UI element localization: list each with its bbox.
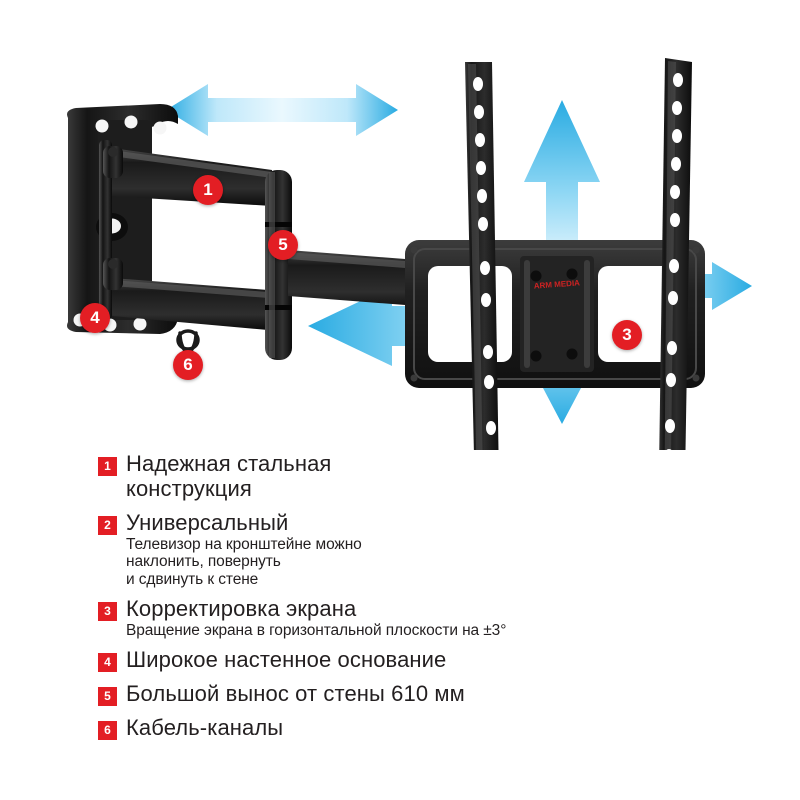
feature-badge-3: 3 — [98, 602, 117, 622]
feature-list: 1 Надежная стальная конструкция 2 Универ… — [98, 451, 788, 747]
tv-rail-right — [659, 58, 692, 450]
feature-item-4: 4 Широкое настенное основание — [98, 648, 788, 673]
vertical-tilt-arrow-up — [524, 100, 600, 268]
feature-badge-2: 2 — [98, 515, 117, 535]
feature-sub-2-line3: и сдвинуть к стене — [126, 570, 259, 588]
feature-title-4: Широкое настенное основание — [126, 647, 447, 673]
arm-extension-joint — [265, 170, 292, 360]
feature-title-3: Корректировка экрана — [126, 596, 357, 622]
feature-item-1: 1 Надежная стальная конструкция — [98, 451, 788, 502]
feature-sub-3: Вращение экрана в горизонтальной плоскос… — [126, 621, 507, 639]
arm-hinge-upper — [103, 146, 123, 178]
feature-badge-5: 5 — [98, 687, 117, 707]
feature-title-2: Универсальный — [126, 509, 289, 535]
tv-rail-left — [465, 62, 499, 450]
feature-text-2: Универсальный Телевизор на кронштейне мо… — [126, 509, 788, 588]
telescopic-arm — [112, 148, 272, 206]
feature-badge-4: 4 — [98, 653, 117, 673]
feature-item-2: 2 Универсальный Телевизор на кронштейне … — [98, 509, 788, 588]
callout-badge-3[interactable]: 3 — [612, 320, 642, 350]
lower-arm — [112, 278, 268, 330]
feature-sub-2-line1: Телевизор на кронштейне можно — [126, 535, 362, 553]
horizontal-swing-arrow — [166, 84, 398, 136]
feature-text-6: Кабель-каналы — [126, 715, 788, 741]
feature-text-4: Широкое настенное основание — [126, 648, 788, 673]
callout-badge-6[interactable]: 6 — [173, 350, 203, 380]
callout-badge-1[interactable]: 1 — [193, 175, 223, 205]
feature-text-1: Надежная стальная конструкция — [126, 451, 788, 502]
brand-mark: ARM MEDIA — [533, 278, 580, 290]
feature-badge-6: 6 — [98, 721, 117, 741]
callout-badge-4[interactable]: 4 — [80, 303, 110, 333]
feature-item-5: 5 Большой вынос от стены 610 мм — [98, 681, 788, 707]
screen-tilt-plate: ARM MEDIA — [405, 240, 705, 388]
callout-badge-5[interactable]: 5 — [268, 230, 298, 260]
product-illustration: ARM MEDIA — [67, 58, 752, 450]
feature-title-1-line1: Надежная стальная — [126, 451, 332, 476]
feature-text-3: Корректировка экрана Вращение экрана в г… — [126, 596, 788, 639]
feature-title-6: Кабель-каналы — [126, 715, 284, 741]
feature-sub-2-line2: наклонить, повернуть — [126, 553, 281, 571]
feature-title-1-line2: конструкция — [126, 475, 252, 501]
feature-item-6: 6 Кабель-каналы — [98, 715, 788, 741]
arm-hinge-lower — [103, 258, 123, 290]
feature-badge-1: 1 — [98, 457, 117, 476]
feature-title-5: Большой вынос от стены 610 мм — [126, 681, 465, 707]
feature-item-3: 3 Корректировка экрана Вращение экрана в… — [98, 596, 788, 639]
feature-text-5: Большой вынос от стены 610 мм — [126, 681, 788, 707]
